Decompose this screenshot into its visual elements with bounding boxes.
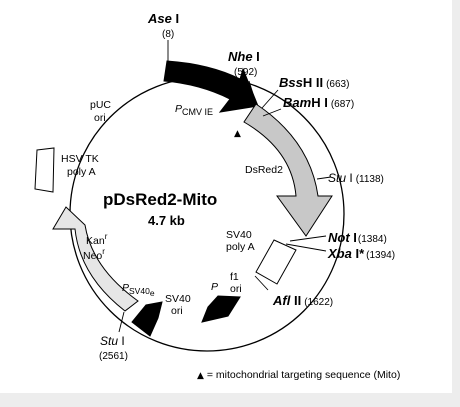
svg-text:Stu I(1138): Stu I(1138) [328, 171, 384, 185]
svg-text:(2561): (2561) [99, 351, 128, 362]
mito-triangle-icon: ▲ [234, 129, 241, 139]
plasmid-name: pDsRed2-Mito [103, 190, 217, 209]
label-f1-1: f1 [230, 271, 239, 283]
label-puc-1: pUC [90, 99, 111, 111]
svg-text:BamH I(687): BamH I(687) [283, 95, 354, 110]
site-lines [118, 40, 332, 333]
svg-text:Nhe I: Nhe I [228, 49, 260, 64]
plasmid-map: ▲ Ase I (8) Nhe I (592) BssH II(663) Bam… [34, 11, 400, 381]
svg-text:Not I(1384): Not I(1384) [328, 230, 387, 245]
label-kan: Kanr [86, 232, 108, 247]
site-not-i: Not I(1384) [328, 230, 387, 245]
svg-text:(592): (592) [234, 67, 257, 78]
label-hsv-tk-2: poly A [67, 166, 96, 178]
label-psv40e: PSV40e [122, 282, 155, 298]
svg-text:(8): (8) [162, 29, 174, 40]
label-dsred2: DsRed2 [245, 164, 283, 176]
site-bamhi: BamH I(687) [283, 95, 354, 110]
site-xba-i: Xba I*(1394) [327, 246, 395, 261]
pcmv-promoter-arrow [163, 60, 259, 113]
legend-note: ▲ = mitochondrial targeting sequence (Mi… [197, 369, 400, 381]
label-sv40-ori-2: ori [171, 305, 183, 317]
label-f1-2: ori [230, 283, 242, 295]
label-hsv-tk-1: HSV TK [61, 153, 99, 165]
svg-text:Xba I*(1394): Xba I*(1394) [327, 246, 395, 261]
label-sv40-polya-1: SV40 [226, 229, 252, 241]
site-nhe-i: Nhe I (592) [228, 49, 260, 78]
svg-text:Ase I: Ase I [147, 11, 179, 26]
svg-text:Afl II(1622): Afl II(1622) [272, 293, 333, 308]
label-f1-p: P [211, 281, 218, 293]
dsred2-arrow [243, 103, 333, 237]
svg-text:Stu I: Stu I [100, 334, 125, 348]
site-stu-i-1138: Stu I(1138) [328, 171, 384, 185]
site-stu-i-2561: Stu I (2561) [99, 334, 128, 362]
hsv-tk-polya-box [34, 147, 55, 193]
f1-ori-arrow [201, 295, 241, 323]
site-ase-i: Ase I (8) [147, 11, 179, 40]
sv40-ori-arrow [131, 301, 163, 337]
svg-text:BssH II(663): BssH II(663) [279, 75, 349, 90]
label-sv40-polya-2: poly A [226, 241, 255, 253]
sv40-polya-box [255, 239, 297, 285]
label-sv40-ori-1: SV40 [165, 293, 191, 305]
label-pcmv-ie: PCMV IE [175, 103, 213, 117]
plasmid-size: 4.7 kb [148, 213, 185, 228]
label-puc-2: ori [94, 112, 106, 124]
site-afl-ii: Afl II(1622) [272, 293, 333, 308]
site-bsshii: BssH II(663) [279, 75, 349, 90]
label-neo: Neor [83, 247, 105, 262]
kan-neo-arrow [52, 206, 139, 312]
figure-frame: ▲ Ase I (8) Nhe I (592) BssH II(663) Bam… [0, 0, 452, 393]
